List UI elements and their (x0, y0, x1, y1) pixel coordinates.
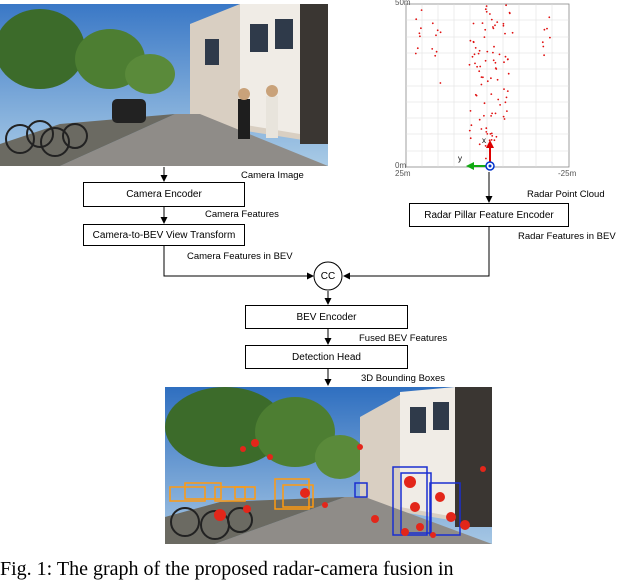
figure-caption: Fig. 1: The graph of the proposed radar-… (0, 558, 640, 580)
radar-encoder-block: Radar Pillar Feature Encoder (409, 203, 569, 227)
view-transform-block: Camera-to-BEV View Transform (83, 224, 245, 246)
radar-features-bev-label: Radar Features in BEV (518, 231, 616, 242)
camera-features-bev-label: Camera Features in BEV (187, 251, 293, 262)
concat-node: CC (314, 262, 342, 290)
radar-point-cloud-label: Radar Point Cloud (527, 189, 605, 200)
bounding-boxes-label: 3D Bounding Boxes (361, 373, 445, 384)
fused-bev-features-label: Fused BEV Features (359, 333, 447, 344)
detection-head-block: Detection Head (245, 345, 408, 369)
camera-features-label: Camera Features (205, 209, 279, 220)
camera-image-label: Camera Image (241, 170, 304, 181)
camera-encoder-block: Camera Encoder (83, 182, 245, 207)
bev-encoder-block: BEV Encoder (245, 305, 408, 329)
detection-output-image (165, 387, 492, 544)
